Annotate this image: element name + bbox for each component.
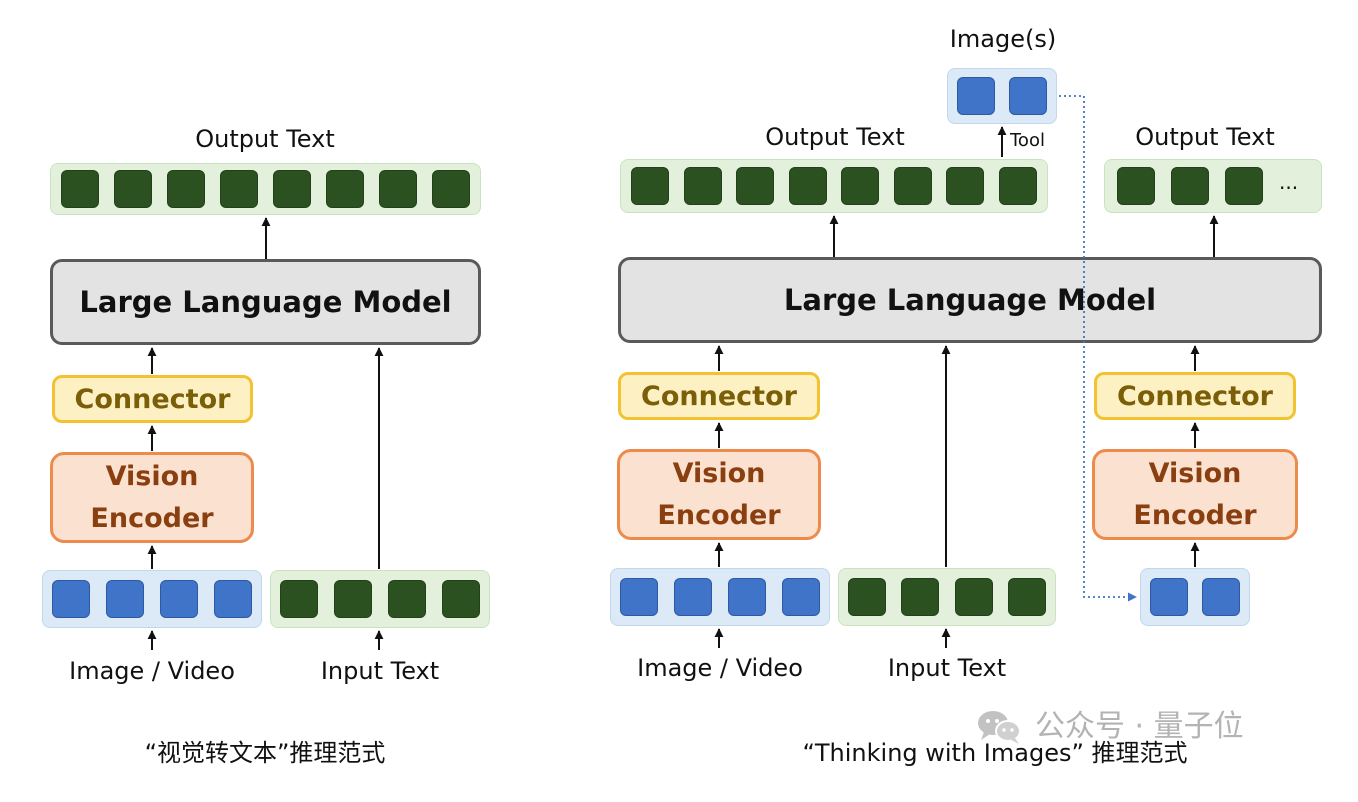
ellipsis: ...	[1279, 170, 1299, 194]
output-text-token	[893, 167, 932, 205]
left-vision-encoder-box: Vision Encoder	[50, 452, 254, 543]
right-llm-box: Large Language Model	[618, 257, 1322, 343]
output-text-token	[114, 170, 152, 208]
image-token	[782, 578, 820, 616]
encoder-label-line1: Vision	[1148, 457, 1242, 489]
right-connector-box-2: Connector	[1094, 372, 1296, 420]
right-image-video-label: Image / Video	[637, 654, 803, 682]
input-text-token	[848, 578, 886, 616]
right-output-label-2: Output Text	[1135, 123, 1275, 151]
output-text-token	[1117, 167, 1155, 205]
image-token	[160, 580, 198, 618]
left-llm-box: Large Language Model	[50, 259, 481, 345]
right-input-text-tokens	[838, 568, 1056, 626]
connector-label: Connector	[1117, 380, 1273, 412]
output-text-token	[326, 170, 364, 208]
input-text-token	[1007, 578, 1046, 616]
left-caption: “视觉转文本”推理范式	[144, 739, 386, 767]
image-token	[674, 578, 712, 616]
right-input-text-label: Input Text	[887, 654, 1007, 682]
watermark-text: 公众号 · 量子位	[1035, 709, 1244, 744]
right-output-tokens-2: ...	[1104, 159, 1322, 213]
input-text-token	[954, 578, 993, 616]
connector-label: Connector	[641, 380, 797, 412]
right-connector-box-1: Connector	[618, 372, 820, 420]
left-output-label: Output Text	[195, 125, 335, 153]
left-image-video-label: Image / Video	[69, 657, 235, 685]
image-token	[52, 580, 90, 618]
left-output-tokens	[50, 163, 481, 215]
output-text-token	[432, 170, 470, 208]
left-image-tokens	[42, 570, 262, 628]
output-text-token	[1171, 167, 1209, 205]
output-text-token	[998, 167, 1037, 205]
connector-label: Connector	[74, 383, 231, 415]
output-text-token	[1225, 167, 1263, 205]
wechat-icon	[978, 711, 1021, 744]
output-text-token	[683, 167, 722, 205]
left-connector-box: Connector	[52, 375, 253, 423]
image-token	[957, 77, 995, 115]
input-text-token	[334, 580, 372, 618]
encoder-label-line2: Encoder	[90, 502, 214, 534]
right-vision-encoder-box-2: Vision Encoder	[1092, 449, 1298, 540]
image-token	[620, 578, 658, 616]
output-text-token	[841, 167, 880, 205]
encoder-label-line1: Vision	[672, 457, 766, 489]
watermark: 公众号 · 量子位	[975, 707, 1244, 747]
tool-image-feedback-path	[1059, 95, 1137, 602]
output-text-token	[788, 167, 827, 205]
right-vision-encoder-box-1: Vision Encoder	[617, 449, 821, 540]
tool-image-tokens	[947, 68, 1057, 124]
image-token	[1009, 77, 1047, 115]
output-text-token	[273, 170, 311, 208]
encoder-label-line2: Encoder	[1133, 499, 1257, 531]
image-token	[728, 578, 766, 616]
images-label: Image(s)	[949, 25, 1057, 53]
output-text-token	[946, 167, 985, 205]
left-input-text-label: Input Text	[320, 657, 440, 685]
llm-label: Large Language Model	[783, 283, 1157, 317]
input-text-token	[901, 578, 940, 616]
tool-label: Tool	[1010, 130, 1045, 151]
input-text-token	[388, 580, 426, 618]
llm-label: Large Language Model	[79, 285, 452, 319]
image-token	[214, 580, 252, 618]
image-token	[1150, 578, 1188, 616]
right-output-tokens-1	[620, 159, 1048, 213]
image-token	[1202, 578, 1240, 616]
right-image-tokens	[610, 568, 830, 626]
image-token	[106, 580, 144, 618]
input-text-token	[442, 580, 480, 618]
right-caption: “Thinking with Images” 推理范式	[802, 739, 1188, 767]
right-output-label-1: Output Text	[765, 123, 905, 151]
encoder-label-line2: Encoder	[657, 499, 781, 531]
encoder-label-line1: Vision	[105, 460, 199, 492]
output-text-token	[736, 167, 775, 205]
output-text-token	[631, 167, 669, 205]
output-text-token	[220, 170, 258, 208]
output-text-token	[61, 170, 99, 208]
left-input-text-tokens	[270, 570, 490, 628]
new-image-tokens	[1140, 568, 1250, 626]
input-text-token	[280, 580, 318, 618]
output-text-token	[379, 170, 417, 208]
output-text-token	[167, 170, 205, 208]
